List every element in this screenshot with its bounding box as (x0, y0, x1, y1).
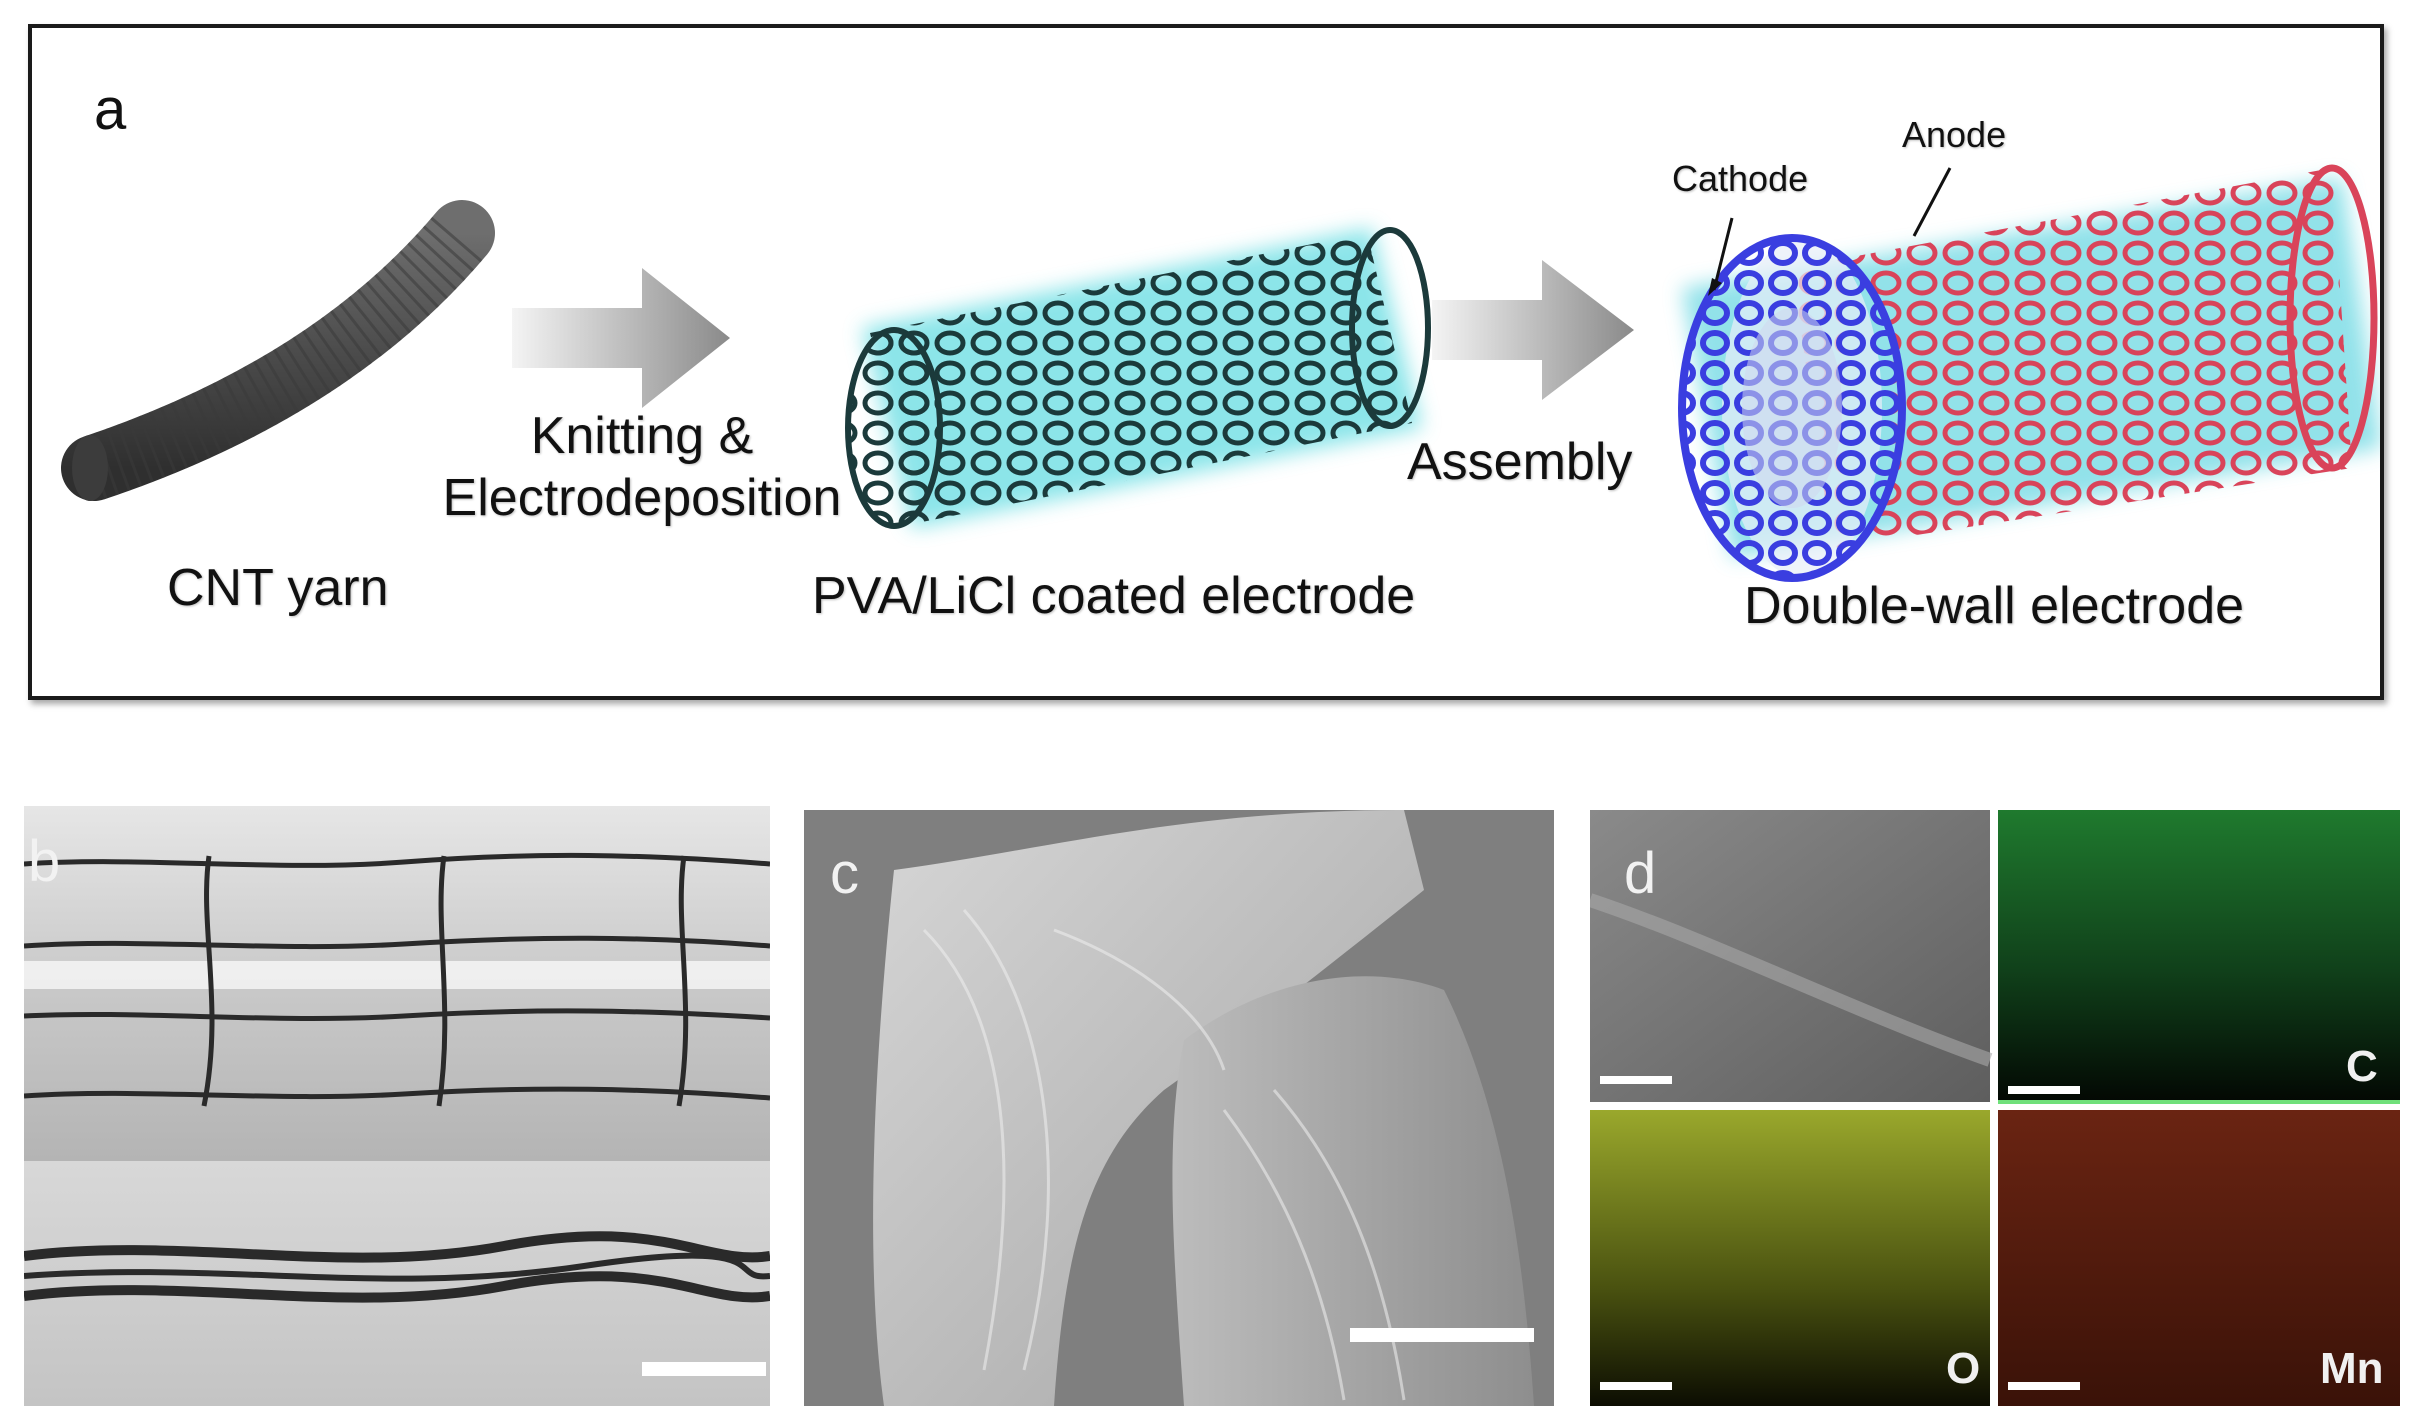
coated-electrode-label: PVA/LiCl coated electrode (812, 567, 1416, 625)
scale-bar-d-c (2008, 1086, 2080, 1094)
process-arrow-1 (512, 268, 730, 408)
scale-bar-d-o (1600, 1382, 1672, 1390)
assembly-label: Assembly (1407, 433, 1633, 491)
panel-d-eds-maps: d C O Mn (1590, 810, 2400, 1406)
scale-bar-d-mn (2008, 1382, 2080, 1390)
panel-label-c: c (830, 841, 859, 906)
knitting-label: Knitting & (530, 407, 754, 465)
panel-label-a: a (94, 77, 127, 142)
panel-b-optical-image: b (24, 806, 770, 1406)
panel-a-schematic: a CNT yarn Knitting & Electrodeposition … (28, 24, 2384, 700)
electrodeposition-label: Electrodeposition (442, 469, 842, 527)
cnt-yarn-illustration (61, 200, 495, 501)
cathode-label: Cathode (1672, 158, 1809, 199)
process-arrow-2 (1432, 260, 1634, 400)
element-label-c: C (2346, 1042, 2378, 1091)
scale-bar-b (642, 1362, 766, 1376)
anode-label: Anode (1902, 114, 2007, 155)
element-label-o: O (1946, 1344, 1981, 1393)
panel-c-sem-image: c (804, 810, 1554, 1406)
double-wall-electrode-label: Double-wall electrode (1744, 577, 2245, 635)
coated-electrode-illustration (845, 227, 1431, 529)
scale-bar-d-sem (1600, 1076, 1672, 1084)
double-wall-electrode-illustration (1678, 164, 2380, 582)
panel-b-drawing (24, 806, 770, 1406)
panel-label-b: b (28, 829, 61, 894)
cnt-yarn-label: CNT yarn (167, 559, 389, 617)
scale-bar-c (1350, 1328, 1534, 1342)
panel-label-d: d (1624, 841, 1657, 906)
panel-a-drawing (61, 164, 2380, 582)
panel-c-drawing (804, 810, 1554, 1406)
element-label-mn: Mn (2320, 1344, 2384, 1393)
panel-d-drawing (1590, 810, 2400, 1406)
